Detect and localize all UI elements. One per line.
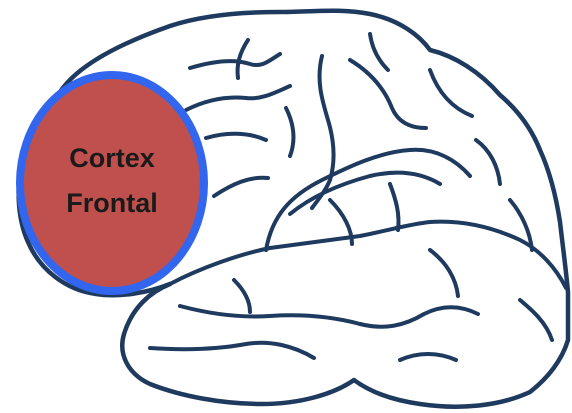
temporal-sulcus-bottom bbox=[150, 343, 314, 358]
parietal-sulcus-4 bbox=[370, 34, 388, 70]
frontal-cortex-region bbox=[20, 75, 204, 291]
frontal-sulcus-2 bbox=[186, 86, 290, 110]
temporal-sulcus-lower bbox=[180, 306, 360, 324]
lateral-sulcus bbox=[170, 222, 566, 288]
temporal-sulcus-7 bbox=[234, 280, 250, 312]
temporal-sulcus-8 bbox=[400, 354, 456, 360]
parietal-sulcus-3 bbox=[476, 140, 500, 184]
frontal-cortex-label-line1: Cortex bbox=[69, 143, 155, 173]
frontal-sulcus-6 bbox=[286, 108, 293, 156]
frontal-cortex-label-line2: Frontal bbox=[66, 188, 158, 218]
frontal-sulcus-3 bbox=[206, 134, 266, 140]
temporal-sulcus-5 bbox=[390, 184, 399, 230]
frontal-sulcus-5 bbox=[214, 178, 268, 196]
frontal-sulcus-4 bbox=[237, 40, 248, 78]
temporal-sulcus-6 bbox=[430, 250, 458, 296]
temporal-sulcus-tail bbox=[360, 307, 478, 327]
parietal-sulcus-2 bbox=[430, 70, 472, 116]
frontal-sulcus-1 bbox=[190, 54, 280, 68]
occipital-sulcus-2 bbox=[520, 300, 552, 340]
